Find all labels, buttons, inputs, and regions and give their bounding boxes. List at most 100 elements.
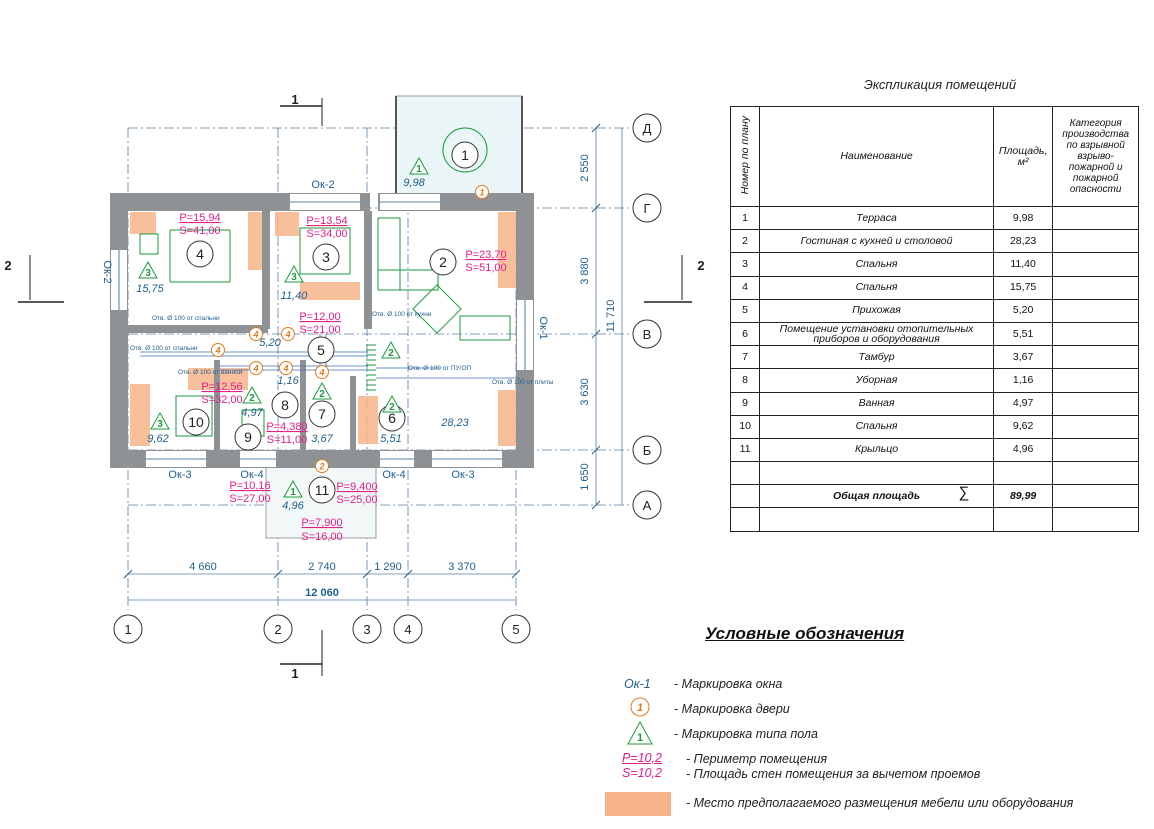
cell-name: Крыльцо <box>759 437 994 463</box>
cell-number: 4 <box>729 275 761 300</box>
cell-blank <box>759 507 994 532</box>
table-row-blank <box>729 461 1139 486</box>
axis-letter-label: Б <box>643 443 652 458</box>
window-label: Ок-2 <box>101 260 113 283</box>
cell-category <box>1052 437 1139 463</box>
dim-vertical-label: 3 630 <box>579 378 591 406</box>
dim-horizontal-label: 3 370 <box>448 561 476 573</box>
cell-category <box>1052 368 1139 393</box>
room-perimeter-11: P=10,16 <box>229 480 270 492</box>
cell-number: 7 <box>729 345 761 370</box>
door-marker-7 <box>315 365 329 379</box>
section-mark-left: 2 <box>4 258 11 273</box>
dim-horizontal-label: 4 660 <box>189 561 217 573</box>
room-area-6: 5,51 <box>380 433 401 445</box>
room-wall-area-2: S=51,00 <box>465 262 506 274</box>
cell-blank <box>729 484 761 509</box>
room-perimeter-5: P=12,00 <box>299 311 340 323</box>
floor-type-icon-11-label: 1 <box>290 487 296 498</box>
legend-perimeter-mark: P=10,2 <box>622 751 662 765</box>
floor-type-icon-4 <box>138 260 158 279</box>
room-area-5: 5,20 <box>259 337 281 349</box>
cell-area: 4,97 <box>992 391 1054 416</box>
room-number-10: 10 <box>188 414 204 430</box>
axis-bubble-letter <box>632 435 662 465</box>
cell-area: 4,96 <box>992 437 1054 463</box>
porch-wall-area: S=25,00 <box>336 494 377 506</box>
room-perimeter-8: P=4,380 <box>266 421 307 433</box>
cell-category <box>1052 252 1139 277</box>
vent-note: Отв. Ø 100 от кухни <box>372 311 432 318</box>
room-number-11: 11 <box>315 482 330 498</box>
cell-area: 9,62 <box>992 414 1054 439</box>
legend-window-mark: Ок-1 <box>624 677 651 691</box>
vent-note: Отв. Ø 100 от спальни <box>130 345 198 352</box>
dim-tick <box>591 203 601 213</box>
dim-horizontal-total-label: 12 060 <box>305 587 339 599</box>
cell-number: 2 <box>729 229 761 254</box>
explication-title: Экспликация помещений <box>863 77 1017 92</box>
dim-vertical-label: 3 880 <box>579 257 591 285</box>
legend-floor-mark: 1 <box>637 732 643 744</box>
room-number-8: 8 <box>281 397 289 413</box>
room-area-11: 4,96 <box>282 500 304 512</box>
total-value: 89,99 <box>992 484 1054 509</box>
axis-bubble-number <box>113 614 143 644</box>
cell-blank <box>992 461 1054 486</box>
floor-type-icon-2-label: 2 <box>388 348 394 359</box>
axis-bubble-letter <box>632 319 662 349</box>
door-marker-1-label: 1 <box>479 188 484 198</box>
room-number-circle-7 <box>308 400 336 428</box>
vent-note: Отв. Ø 100 от плиты <box>492 379 554 386</box>
room-number-circle-5 <box>307 336 335 364</box>
window-label: Ок-1 <box>537 316 549 339</box>
cell-area: 11,40 <box>992 252 1054 277</box>
cell-name: Гостиная с кухней и столовой <box>759 229 994 254</box>
room-number-3: 3 <box>322 249 330 265</box>
cell-category <box>1052 275 1139 300</box>
floor-type-icon-7 <box>312 381 332 400</box>
room-number-9: 9 <box>244 429 252 445</box>
floor-type-icon-1-label: 1 <box>416 164 422 175</box>
door-marker-1 <box>475 185 489 199</box>
cell-blank <box>1052 507 1139 532</box>
col-area: Площадь, м² <box>992 106 1054 207</box>
floor-type-icon-3-label: 3 <box>291 272 297 283</box>
room-perimeter-9: P=12,56 <box>201 381 242 393</box>
cell-name: Спальня <box>759 275 994 300</box>
legend-perimeter-text: - Периметр помещения <box>686 752 828 766</box>
room-area-8: 1,16 <box>277 375 299 387</box>
cell-number: 5 <box>729 298 761 323</box>
room-area-2: 28,23 <box>440 417 469 429</box>
dim-horizontal-label: 1 290 <box>374 561 402 573</box>
door-marker-5-label: 4 <box>252 364 258 374</box>
room-perimeter-4: P=15,94 <box>179 212 220 224</box>
room-number-circle-10 <box>182 408 210 436</box>
room-number-4: 4 <box>196 246 204 262</box>
cell-area: 15,75 <box>992 275 1054 300</box>
porch2-perimeter: P=7,900 <box>301 517 342 529</box>
dim-vertical-label: 2 550 <box>579 154 591 182</box>
cell-area: 3,67 <box>992 345 1054 370</box>
room-number-circle-9 <box>234 423 262 451</box>
dim-tick <box>403 569 413 579</box>
cell-number: 8 <box>729 368 761 393</box>
cell-area: 5,20 <box>992 298 1054 323</box>
cell-blank <box>729 507 761 532</box>
room-number-5: 5 <box>317 342 325 358</box>
room-area-1: 9,98 <box>403 177 425 189</box>
room-number-7: 7 <box>318 406 326 422</box>
door-marker-3 <box>281 327 295 341</box>
vent-note: Отв. Ø 100 от спальни <box>152 315 220 322</box>
room-area-3: 11,40 <box>281 290 309 302</box>
dim-tick <box>591 500 601 510</box>
room-perimeter-3: P=13,54 <box>306 215 347 227</box>
dim-tick <box>591 123 601 133</box>
legend-window-text: - Маркировка окна <box>674 677 783 691</box>
